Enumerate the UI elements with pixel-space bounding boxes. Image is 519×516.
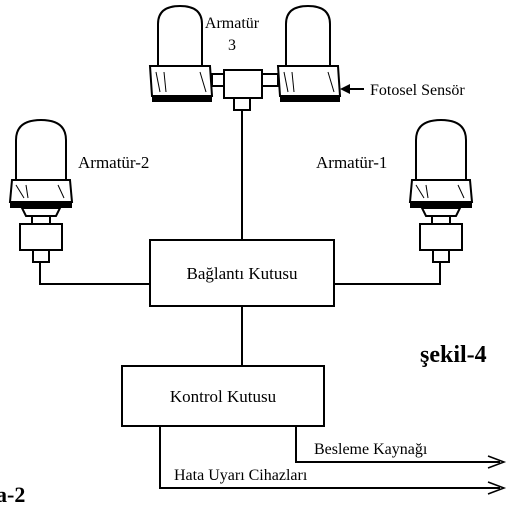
armatur1-fixture bbox=[409, 119, 473, 263]
hata-arrow bbox=[487, 481, 507, 495]
armatur1-label: Armatür-1 bbox=[316, 153, 387, 172]
armatur3-label-line2: 3 bbox=[228, 37, 236, 54]
armatur3-left-head bbox=[149, 5, 213, 103]
armatur3-label-line1: Armatür bbox=[205, 15, 260, 32]
page-fragment-label: a-2 bbox=[0, 482, 25, 507]
kontrol-label: Kontrol Kutusu bbox=[170, 387, 277, 406]
armatur2-fixture bbox=[9, 119, 73, 263]
figure-number: şekil-4 bbox=[420, 342, 487, 368]
baglanti-label: Bağlantı Kutusu bbox=[187, 264, 298, 283]
armatur2-label: Armatür-2 bbox=[78, 153, 149, 172]
besleme-label: Besleme Kaynağı bbox=[314, 441, 428, 458]
besleme-arrow bbox=[487, 455, 507, 469]
armatur3-right-head bbox=[277, 5, 341, 103]
fotosel-arrow-icon bbox=[340, 84, 350, 94]
hata-label: Hata Uyarı Cihazları bbox=[174, 467, 308, 484]
armatur3-fixture bbox=[149, 5, 341, 111]
kontrol-kutusu-box bbox=[121, 365, 325, 427]
wiring-lines bbox=[39, 110, 500, 489]
fotosel-label: Fotosel Sensör bbox=[370, 82, 465, 99]
baglanti-kutusu-box bbox=[149, 239, 335, 307]
armatur3-junction bbox=[223, 69, 263, 99]
